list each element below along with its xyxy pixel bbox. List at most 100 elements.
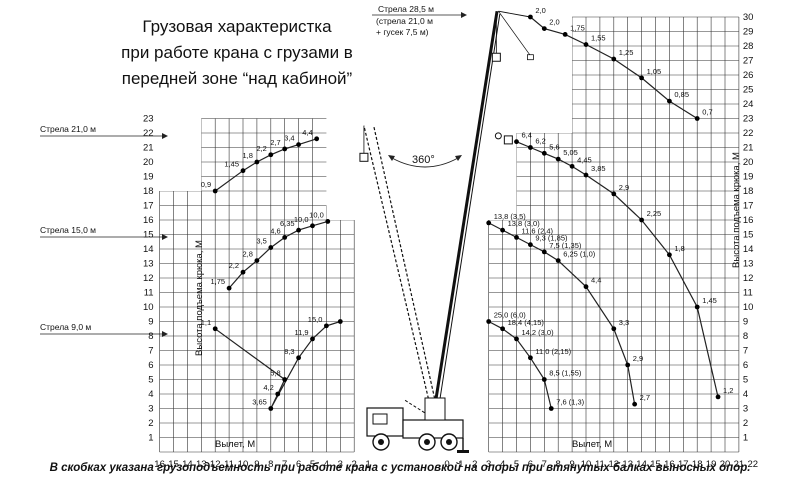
left-y-tick: 2 [148,418,153,429]
right-x-tick: 4 [500,459,505,470]
right-point-label: 1,2 [723,386,733,395]
right-y-tick: 28 [743,41,754,52]
right-x-tick: 3 [486,459,491,470]
right-x-tick: 0 [444,459,449,470]
left-y-tick: 19 [143,172,154,183]
hook-weight-1 [491,52,501,62]
right-y-tick: 16 [743,215,754,226]
title-line-1: Грузовая характеристка [142,17,332,36]
left-point-label: 1,8 [242,151,252,160]
left-point-label: 8,3 [284,347,294,356]
left-y-tick: 10 [143,302,154,313]
left-series-point [254,258,260,263]
left-x-tick: 10 [238,459,249,470]
left-point-label: 11,9 [294,328,308,337]
right-point-label: 5,6 [549,142,559,151]
right-series-point [583,42,589,47]
left-point-label: 1,1 [201,318,211,327]
right-series-point [541,150,547,156]
right-series-point [541,249,547,255]
right-series-point [555,258,561,263]
boom-28-sub2: + гусек 7,5 м) [376,27,429,37]
right-point-label: 4,45 [577,155,592,164]
right-x-tick: 13 [622,459,633,470]
right-point-label: 2,0 [535,6,545,15]
jib-weight [527,54,534,61]
left-point-label: 10,0 [309,210,324,219]
left-point-label: 2,2 [229,261,239,270]
right-series-line-2 [488,222,636,405]
right-series-point [528,242,533,248]
right-series-point [541,26,547,31]
right-series-line-1 [516,141,719,398]
right-y-tick: 13 [743,259,754,270]
right-point-label: 13,8 (3,0) [508,219,541,228]
right-series-point [639,75,644,81]
hook-ring [494,132,502,140]
right-y-tick: 18 [743,186,754,197]
right-point-label: 3,3 [619,318,629,327]
left-series-point [240,168,246,174]
left-series-line-1 [228,220,328,289]
left-point-label: 1,45 [224,160,239,169]
boom-28-sub1: (стрела 21,0 м [376,16,433,26]
right-x-tick: 1 [458,459,463,470]
right-series-point [514,336,519,342]
right-series-point [583,284,589,290]
left-point-label: 0,9 [201,180,211,189]
crane-illustration [359,10,534,453]
right-y-tick: 7 [743,346,748,357]
left-hook-weight [359,152,369,162]
left-point-label: 4,4 [302,128,312,137]
boom-main [431,10,499,419]
right-x-tick: 18 [692,459,703,470]
right-y-tick: 6 [743,360,748,371]
boom-28-arrowhead [461,12,467,18]
right-x-tick: 19 [706,459,717,470]
left-point-label: 6,35 [280,219,295,228]
right-y-tick: 9 [743,317,748,328]
left-y-tick: 8 [148,331,153,342]
left-y-tick: 1 [148,433,153,444]
left-x-tick: 4 [324,459,329,470]
right-series-point [528,355,533,361]
right-point-label: 2,9 [619,183,629,192]
right-series-point [514,235,519,240]
right-series-point [611,56,617,62]
left-series-point [275,391,281,397]
right-point-label: 5,05 [563,148,578,157]
right-y-tick: 3 [743,404,748,415]
right-series-point [569,163,575,169]
right-y-tick: 24 [743,99,754,110]
left-x-tick: 14 [182,459,193,470]
right-series-point [541,377,547,382]
right-y-tick: 14 [743,244,754,255]
left-y-tick: 14 [143,244,154,255]
left-y-tick: 12 [143,273,154,284]
right-point-label: 2,7 [640,393,650,402]
outrigger-pad [457,450,469,453]
right-x-tick: 16 [664,459,675,470]
right-y-tick: 17 [743,201,754,212]
left-point-label: 10,0 [294,215,309,224]
left-x-tick: 13 [196,459,207,470]
rotation-arc [391,157,459,168]
left-series-point [212,188,218,194]
right-point-label: 7,6 (1,3) [556,398,584,407]
right-point-label: 2,0 [549,18,559,27]
right-series-point [500,227,505,233]
chart-annotations: Стрела 21,0 м Стрела 15,0 м Стрела 9,0 м… [40,4,742,450]
right-series-point [667,98,672,104]
left-series-point [324,323,329,329]
right-series-point [583,172,589,178]
title-line-3: передней зоне “над кабиной” [121,69,353,88]
right-point-label: 7,5 (1,35) [549,241,582,250]
right-series-point [625,362,631,368]
left-series-point [212,326,218,332]
left-y-tick: 17 [143,201,154,212]
right-y-tick: 19 [743,172,754,183]
wheel-hub [378,439,384,445]
right-series-point [500,326,505,332]
left-grid-blank-notch [326,204,356,220]
